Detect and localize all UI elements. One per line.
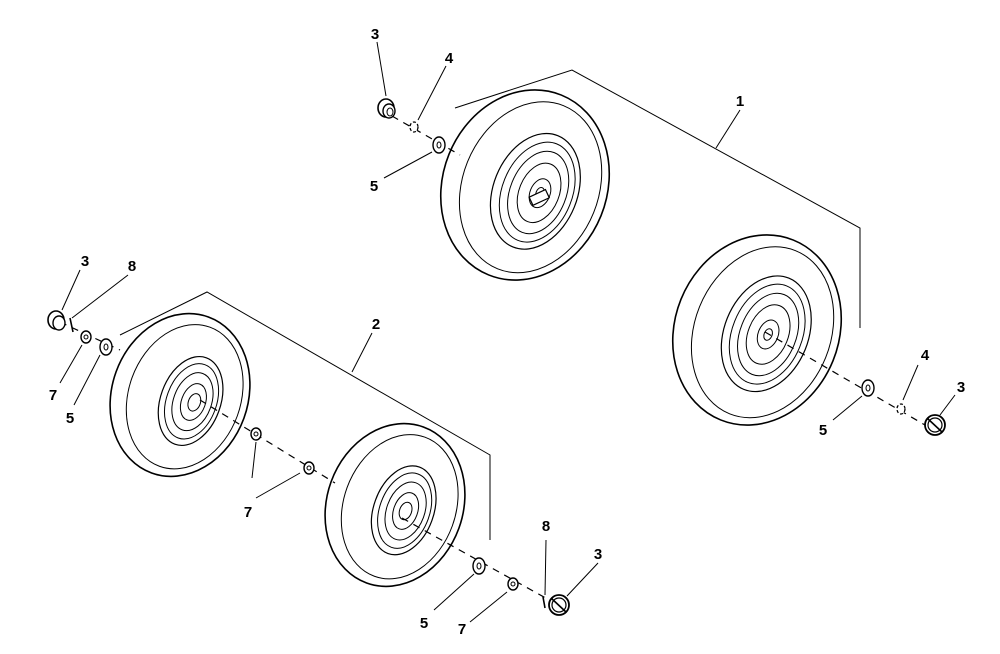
rear-clip-left [409,121,419,133]
rear-right-centerline [764,331,926,426]
front-spacer-axle-2 [303,461,315,475]
front-left-wheel [109,312,251,478]
rear-left-wheel [439,89,611,281]
callout-rear-cap-right: 3 [957,379,965,396]
rear-right-wheel [671,234,843,426]
front-right-centerline [401,517,561,607]
front-spacer-right [507,577,519,591]
front-cap-right [548,594,570,616]
callout-front-ring-left: 8 [128,258,136,275]
front-ring-right [542,596,546,609]
callout-rear-clip-left: 4 [445,50,454,67]
callout-front-ring-right: 8 [542,518,550,535]
callout-front-washer-left: 5 [66,410,74,427]
callout-front-washer-right: 5 [420,615,428,632]
front-spacer-left [80,330,92,344]
rear-cap-left [377,98,396,119]
front-leader-2 [351,332,373,373]
rear-cap-right [924,414,946,436]
rear-clip-right [896,403,906,415]
callout-front-cap-left: 3 [81,253,89,270]
callout-rear-clip-right: 4 [921,347,930,364]
front-right-wheel [324,422,466,588]
callout-rear-washer-left: 5 [370,178,378,195]
front-assembly-bracket [119,291,491,540]
callout-front-assembly: 2 [372,316,380,333]
rear-washer-left [432,136,446,154]
rear-axle-stub [528,188,551,207]
callout-rear-cap-left: 3 [371,26,379,43]
rear-assembly-bracket [454,69,861,328]
rear-leader-1 [715,109,741,149]
front-ring-left [69,317,74,333]
rear-left-centerline [391,115,461,156]
front-spacer-axle-1 [250,427,262,441]
callout-rear-washer-right: 5 [819,422,827,439]
callout-front-spacer-right: 7 [458,621,466,638]
front-washer-right [472,557,486,575]
leader-lines [59,41,956,623]
callout-rear-assembly: 1 [736,93,744,110]
rear-washer-right [861,379,875,397]
callout-front-cap-right: 3 [594,546,602,563]
front-cap-left [47,310,66,331]
front-washer-left [99,338,113,356]
callout-front-spacer-mid: 7 [244,504,252,521]
callout-front-spacer-left: 7 [49,387,57,404]
